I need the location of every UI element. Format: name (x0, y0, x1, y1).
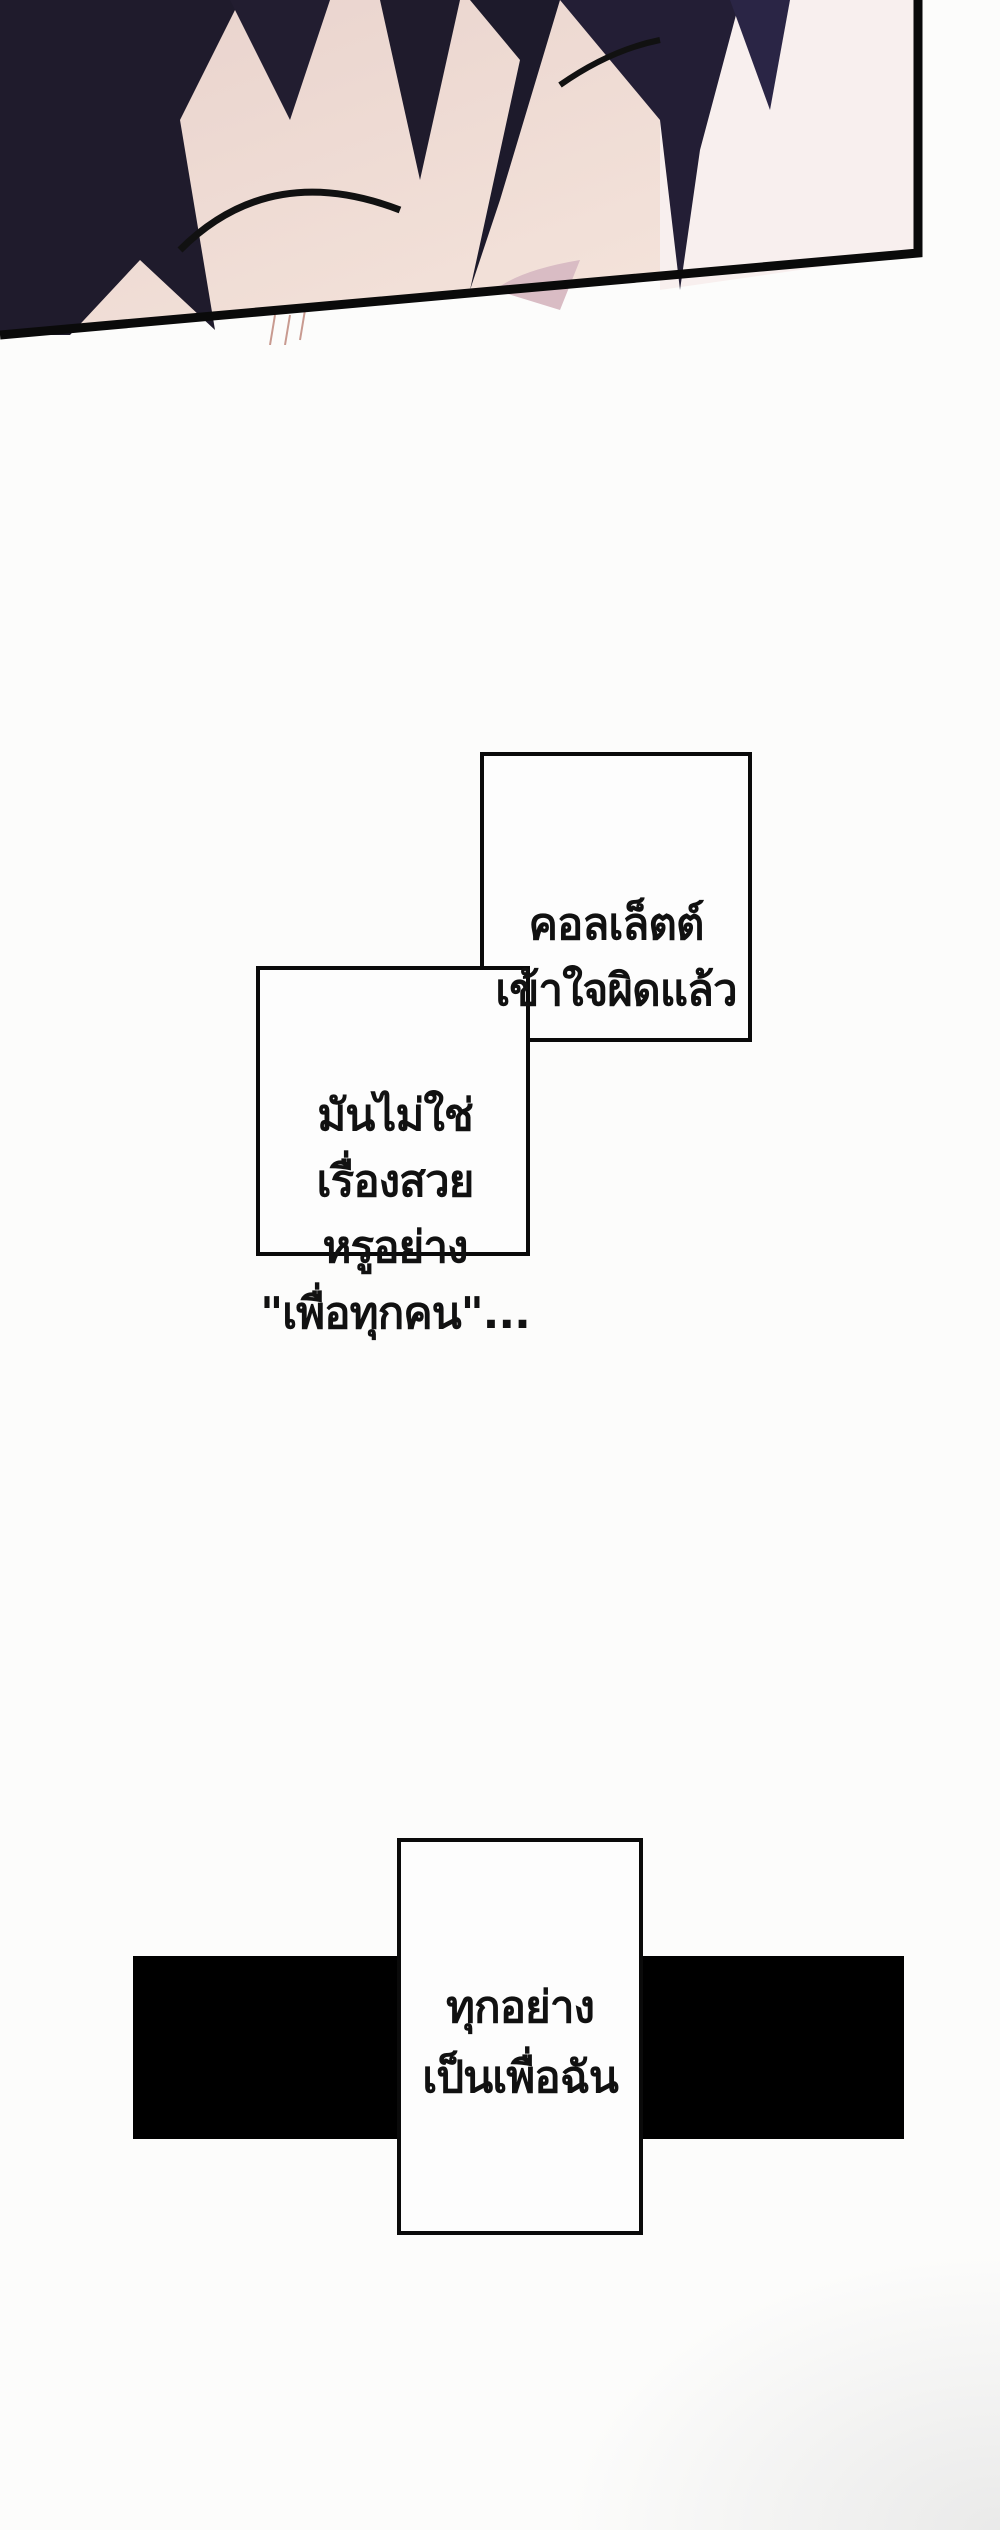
paper-texture (560, 2250, 1000, 2530)
line: คอลเล็ตต์ (528, 899, 705, 950)
line: หรูอย่าง (322, 1222, 468, 1273)
speech-box-3 (397, 1838, 643, 2235)
line: ทุกอย่าง (445, 1982, 595, 2033)
speech-text-3: ทุกอย่าง เป็นเพื่อฉัน (401, 1973, 639, 2113)
line: เรื่องสวย (316, 1156, 475, 1207)
box-merge-fill (484, 970, 526, 1038)
manga-panel-face (0, 0, 1000, 345)
character-face-illustration (0, 0, 923, 345)
line: เป็นเพื่อฉัน (422, 2052, 619, 2103)
line: มันไม่ใช่ (317, 1090, 474, 1141)
line: "เพื่อทุกคน"... (260, 1288, 531, 1339)
speech-text-1: คอลเล็ตต์ เข้าใจผิดแล้ว (484, 892, 748, 1024)
line: เข้าใจผิดแล้ว (495, 965, 737, 1016)
speech-text-2: มันไม่ใช่ เรื่องสวย หรูอย่าง "เพื่อทุกคน… (250, 1083, 540, 1347)
